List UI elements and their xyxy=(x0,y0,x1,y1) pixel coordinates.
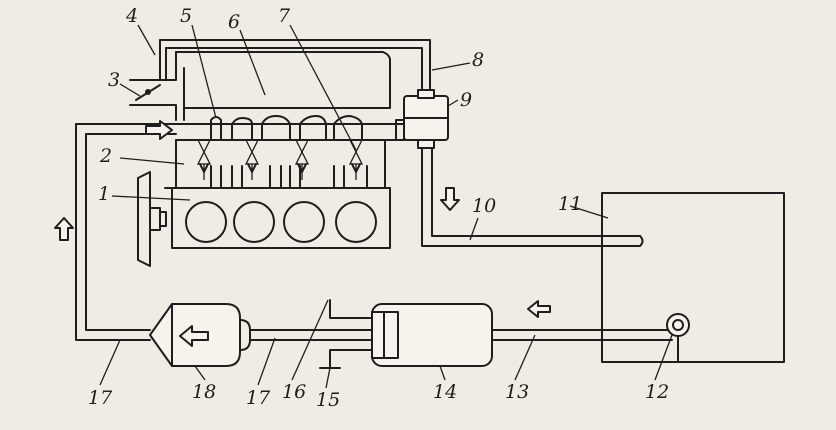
leader-lines xyxy=(99,24,673,389)
label-4: 4 xyxy=(125,5,138,27)
cylinder-2 xyxy=(233,201,275,243)
label-14: 14 xyxy=(433,381,457,403)
suction-line xyxy=(491,313,690,363)
pressure-regulator xyxy=(395,89,449,149)
vacuum-line xyxy=(159,39,431,97)
tank-strainer xyxy=(666,313,690,337)
label-8: 8 xyxy=(472,49,484,71)
label-17b: 17 xyxy=(246,387,271,409)
label-13: 13 xyxy=(505,381,529,403)
cylinder-1 xyxy=(185,201,227,243)
fuel-tank xyxy=(601,192,785,363)
label-7: 7 xyxy=(278,5,291,27)
fuel-pump xyxy=(361,303,493,367)
air-inlet xyxy=(129,51,177,121)
hollow-arrow-icon xyxy=(527,300,551,318)
callout-labels: 4 3 5 6 7 8 9 2 1 10 11 12 13 14 15 16 1… xyxy=(88,5,669,411)
label-5: 5 xyxy=(180,5,192,27)
flow-arrows xyxy=(54,120,551,347)
injectors xyxy=(196,139,364,180)
pump-wiring xyxy=(319,299,363,369)
label-3: 3 xyxy=(108,69,120,91)
fuel-rail xyxy=(175,123,406,141)
label-6: 6 xyxy=(228,11,240,33)
label-2: 2 xyxy=(99,145,112,167)
return-line xyxy=(421,147,644,247)
label-12: 12 xyxy=(645,381,669,403)
label-9: 9 xyxy=(460,89,472,111)
label-16: 16 xyxy=(282,381,306,403)
injector-3 xyxy=(294,139,310,180)
label-1: 1 xyxy=(98,183,110,205)
injector-4 xyxy=(348,139,364,180)
cylinder-4 xyxy=(335,201,377,243)
hollow-arrow-icon xyxy=(179,325,209,347)
injector-1 xyxy=(196,139,212,180)
label-11: 11 xyxy=(558,193,582,215)
cylinder-3 xyxy=(283,201,325,243)
hollow-arrow-icon xyxy=(145,120,173,140)
injector-2 xyxy=(244,139,260,180)
hollow-arrow-icon xyxy=(54,217,74,241)
pump-to-filter-line xyxy=(249,329,373,341)
label-18: 18 xyxy=(192,381,216,403)
pulley xyxy=(137,171,167,267)
label-17a: 17 xyxy=(88,387,113,409)
engine-block xyxy=(164,187,391,249)
feed-line xyxy=(75,123,177,341)
label-10: 10 xyxy=(472,195,496,217)
hollow-arrow-icon xyxy=(440,187,460,211)
label-15: 15 xyxy=(316,389,340,411)
